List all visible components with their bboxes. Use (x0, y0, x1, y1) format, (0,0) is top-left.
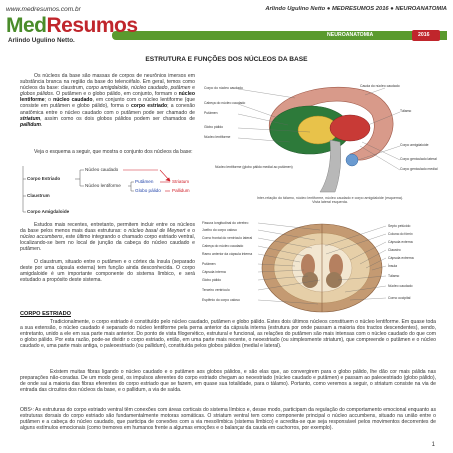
page-number: 1 (431, 442, 435, 448)
fig1-label-corpo-geniculado-medial: Corpo geniculado medial (400, 167, 438, 171)
tree-node-corpo-amigdaloide: Corpo Amigdaloide (27, 209, 70, 214)
fig2-label-8: Terceiro ventrículo (202, 288, 230, 292)
section-bar: NEUROANATOMIA (112, 31, 447, 40)
paragraph-3: Estudos mais recentes, entretanto, permi… (20, 222, 196, 253)
fig1-label-cauda-nucleo-caudado: Cauda do núcleo caudado (360, 84, 400, 88)
corpo-estriado-paragraph-1: Tradicionalmente, o corpo estriado é con… (20, 319, 436, 350)
intro-paragraph-2: Veja o esquema a seguir, que mostra o co… (34, 149, 193, 155)
fig2-label-4: Ramo anterior da cápsula interna (202, 252, 253, 256)
logo-resumos: Resumos (46, 14, 139, 37)
fig2-label-5: Putâmen (202, 262, 216, 266)
corpo-estriado-paragraph-2: Existem muitas fibras ligando o núcleo c… (20, 369, 436, 394)
figure-basal-ganglia-lateral: Corpo do núcleo caudado Cabeça do núcleo… (200, 70, 445, 216)
tree-node-pallidum: Pallidum (172, 188, 190, 193)
fig2-label-r3: Claustro (388, 248, 401, 252)
tree-connectors (22, 166, 171, 213)
tree-node-putamen: Putâmen (135, 179, 154, 184)
basal-ganglia-tree: Corpo Estriado Claustrum Corpo Amigdaloi… (20, 162, 195, 220)
fig2-label-3: Cabeça do núcleo caudado (202, 244, 244, 248)
fig2-label-6: Cápsula interna (202, 270, 226, 274)
year-label: 2016 (418, 32, 430, 38)
fig2-label-r2: Cápsula externa (388, 240, 413, 244)
tree-node-corpo-estriado: Corpo Estriado (27, 176, 61, 181)
tree-node-globo-palido: Globo pálido (135, 188, 161, 193)
logo: MedResumos Arlindo Ugulino Netto. (6, 14, 138, 45)
fig1-label-putamen: Putâmen (204, 111, 218, 115)
section-label: NEUROANATOMIA (327, 32, 374, 38)
fig2-label-r4: Cápsula extrema (388, 256, 414, 260)
fig2-label-r8: Corno occipital (388, 296, 411, 300)
fig1-label-globo-palido: Globo pálido (204, 125, 224, 129)
fig2-label-r5: Ínsula (388, 264, 398, 268)
fig2-label-r0: Septo pelúcido (388, 224, 411, 228)
obs-paragraph: OBS¹: As estruturas do corpo estriado ve… (20, 407, 436, 432)
figure1-caption: Inter-relação do tálamo, núcleo lentifor… (256, 196, 404, 205)
year-badge (412, 30, 440, 41)
fig1-label-nucleo-lentiforme: Núcleo lentiforme (204, 135, 231, 139)
fig2-label-r6: Tálamo (388, 274, 400, 278)
fig2-label-r7: Núcleo caudado (388, 284, 413, 288)
logo-med: Med (6, 14, 47, 37)
fig1-label-corpo-amigdaloide: Corpo amigdaloide (400, 143, 429, 147)
fig2-label-7: Globo pálido (202, 278, 222, 282)
fig2-label-0: Fissura longitudinal do cérebro (202, 221, 249, 225)
fig2-label-r1: Coluna do fórnix (388, 232, 413, 236)
fig1-label-talamo: Tálamo (400, 109, 412, 113)
fig1-label-corpo-geniculado-lateral: Corpo geniculado lateral (400, 157, 437, 161)
figure-brain-horizontal-section: Fissura longitudinal do cérebro Joelho d… (200, 218, 445, 313)
fig1-label-cabeca-nucleo-caudado: Cabeça do núcleo caudado (204, 101, 246, 105)
section-heading-corpo-estriado: CORPO ESTRIADO (20, 311, 71, 317)
paragraph-4: O claustrum, situado entre o putâmen e o… (20, 259, 195, 284)
fig2-label-1: Joelho do corpo caloso (202, 228, 237, 232)
fig1-label-corpo-nucleo-caudado: Corpo do núcleo caudado (204, 86, 243, 90)
tree-node-claustrum: Claustrum (27, 193, 50, 198)
fig1-label-bottom: Núcleo lentiforme (globo pálido medial a… (215, 165, 293, 169)
page-title: ESTRUTURA E FUNÇÕES DOS NÚCLEOS DA BASE (145, 56, 308, 63)
page-header: www.medresumos.com.br Arlindo Ugulino Ne… (6, 3, 447, 15)
site-url: www.medresumos.com.br (6, 5, 81, 13)
brain-section-illustration (257, 222, 387, 313)
tree-node-nucleo-lentiforme: Núcleo lentiforme (85, 183, 121, 188)
tree-node-nucleo-caudado: Núcleo caudado (85, 167, 119, 172)
fig2-label-2: Corno frontal do ventrículo lateral (202, 236, 253, 240)
basal-ganglia-illustration (200, 70, 445, 196)
tree-node-striatum: Striatum (172, 179, 190, 184)
fig2-label-9: Esplênio do corpo caloso (202, 298, 240, 302)
intro-paragraph-1: Os núcleos da base são massas de corpos … (20, 73, 195, 128)
logo-subtitle: Arlindo Ugulino Netto. (8, 37, 75, 44)
author-line: Arlindo Ugulino Netto ● MEDRESUMOS 2016 … (265, 6, 447, 12)
